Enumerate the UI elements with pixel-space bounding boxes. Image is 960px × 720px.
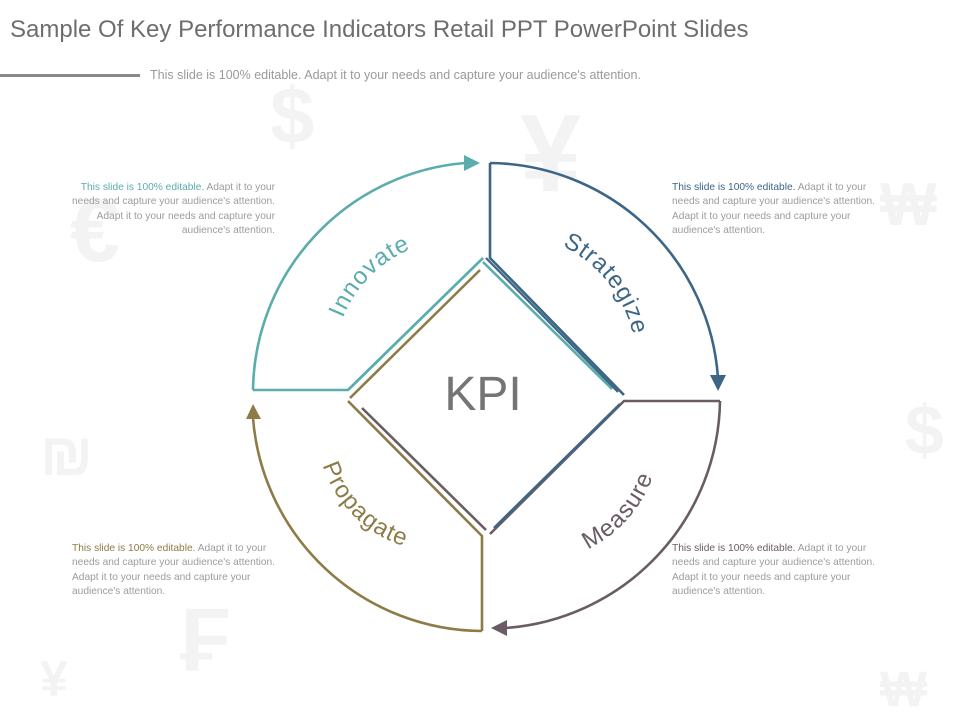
segment-propagate (251, 400, 484, 633)
watermark-euro-icon: € (70, 181, 121, 281)
diamond-edge-strategize-inner (485, 257, 619, 393)
page-subtitle: This slide is 100% editable. Adapt it to… (150, 68, 641, 82)
diamond-edge-measure-inner (493, 403, 621, 529)
note-strategize-lead: This slide is 100% editable. (672, 182, 796, 193)
segment-label-propagate: Propagate (317, 458, 412, 553)
segment-label-strategize: Strategize (559, 227, 653, 337)
note-measure-body: Adapt it to your needs and capture your … (672, 543, 876, 598)
arrowhead-measure-icon (491, 620, 507, 636)
note-measure-lead: This slide is 100% editable. (672, 543, 796, 554)
watermark-won-icon: ₩ (880, 171, 937, 238)
note-propagate-lead: This slide is 100% editable. (72, 543, 196, 554)
segment-label-measure: Measure (577, 468, 658, 555)
note-innovate-lead: This slide is 100% editable. (80, 182, 205, 193)
note-measure: This slide is 100% editable. Adapt it to… (672, 542, 892, 600)
note-propagate-body: Adapt it to your needs and capture your … (72, 543, 276, 598)
note-innovate-body: Adapt it to your needs and capture your … (71, 182, 275, 237)
note-strategize: This slide is 100% editable. Adapt it to… (672, 181, 892, 239)
segment-label-innovate: Innovate (323, 230, 413, 321)
diamond-edge-measure-inner2 (361, 407, 487, 531)
watermark-dollar-icon: $ (905, 391, 944, 469)
segment-strategize (488, 161, 720, 396)
note-strategize-body: Adapt it to your needs and capture your … (672, 182, 876, 237)
note-innovate: This slide is 100% editable. Adapt it to… (55, 181, 275, 239)
page-title: Sample Of Key Performance Indicators Ret… (10, 16, 749, 43)
diamond-edge-propagate-inner (349, 269, 481, 399)
watermark-yen-icon: ¥ (520, 92, 582, 215)
diamond-edge-innovate (347, 257, 484, 391)
arrowhead-propagate-icon (246, 404, 261, 419)
note-propagate: This slide is 100% editable. Adapt it to… (72, 542, 292, 600)
watermark-shekel-icon: ₪ (40, 421, 94, 488)
arrowhead-innovate-icon (464, 155, 480, 171)
watermark-dollar-icon: $ (270, 71, 315, 160)
diamond-edge-innovate-inner (482, 261, 613, 390)
watermark-franc-icon: ₣ (180, 591, 231, 691)
watermark-won-icon: ₩ (880, 661, 928, 717)
arrowhead-strategize-icon (710, 375, 726, 391)
watermark-yen-icon: ¥ (40, 651, 68, 707)
kpi-center-label: KPI (444, 368, 521, 421)
title-underline (0, 74, 140, 77)
